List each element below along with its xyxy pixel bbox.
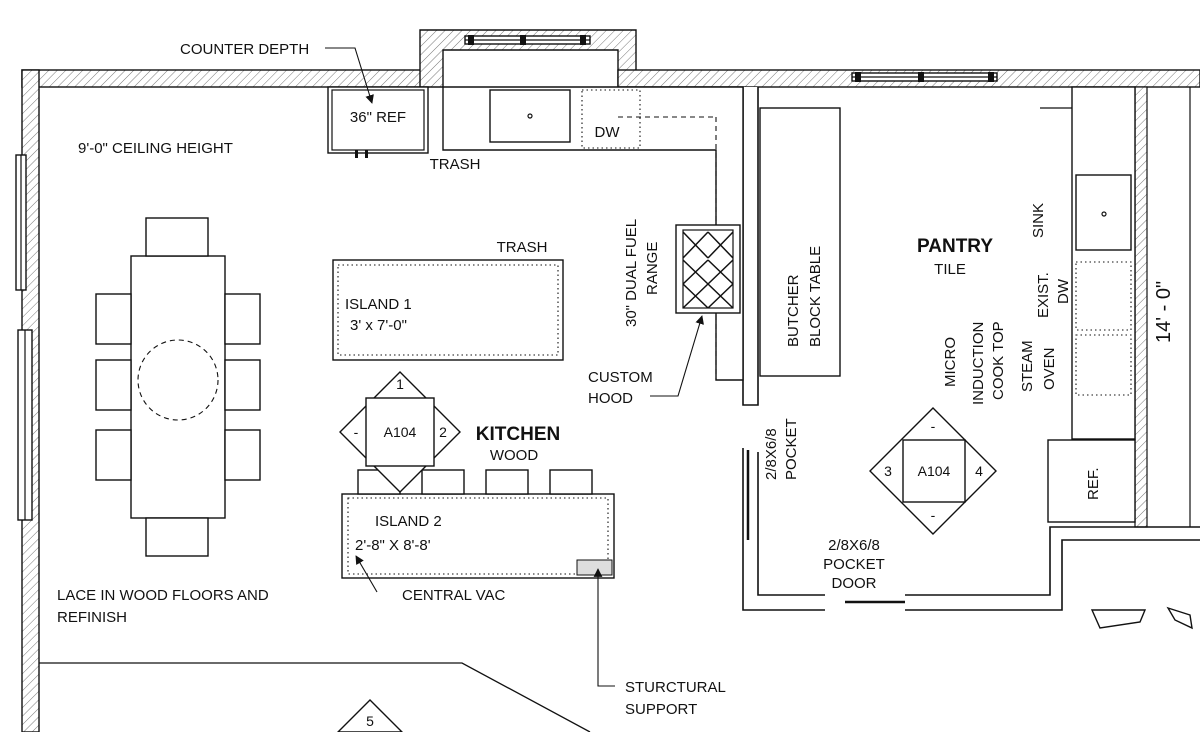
marker-number: 3 (884, 463, 892, 479)
label-kitchen: KITCHEN (476, 424, 560, 445)
label-central-vac: CENTRAL VAC (402, 587, 506, 604)
label-exist-1: EXIST. (1035, 272, 1052, 318)
label-lace-2: REFINISH (57, 609, 127, 626)
label-support-1: STURCTURAL (625, 679, 726, 696)
label-induction-1: INDUCTION (970, 322, 987, 405)
label-trash-island: TRASH (497, 239, 548, 256)
label-pocket-1: 2/8X6/8 (763, 428, 780, 480)
label-pocket-door-2: POCKET (823, 556, 885, 573)
label-pocket-door-3: DOOR (832, 575, 877, 592)
refrigerator-icon (327, 86, 429, 154)
label-micro: MICRO (942, 337, 959, 387)
pantry-fixtures (759, 86, 1136, 523)
label-ref-36: 36" REF (350, 109, 406, 126)
marker-id: A104 (918, 463, 951, 479)
kitchen-counters (327, 86, 744, 381)
label-island2: ISLAND 2 (375, 513, 442, 530)
range-icon (675, 224, 741, 314)
marker-number: 4 (975, 463, 983, 479)
island-2 (341, 469, 615, 579)
label-custom-hood-2: HOOD (588, 390, 633, 407)
label-support-2: SUPPORT (625, 701, 697, 718)
label-island1-size: 3' x 7'-0" (350, 317, 407, 334)
label-butcher-2: BLOCK TABLE (807, 246, 824, 347)
label-pantry: PANTRY (917, 236, 993, 257)
dining-table (95, 217, 261, 557)
label-island2-size: 2'-8" X 8'-8' (355, 537, 431, 554)
marker-number: 1 (396, 376, 404, 392)
marker-id: A104 (384, 424, 417, 440)
angled-wall (39, 662, 591, 732)
section-marker-bottom: 5 (337, 699, 403, 732)
label-custom-hood-1: CUSTOM (588, 369, 653, 386)
label-dw: DW (595, 124, 621, 141)
label-dim-14: 14' - 0" (1153, 281, 1175, 343)
label-range-2: RANGE (644, 242, 661, 295)
label-sink: SINK (1030, 203, 1047, 238)
label-island1: ISLAND 1 (345, 296, 412, 313)
interior-walls (742, 87, 1200, 630)
section-marker-pantry: - 3 4 - A104 (869, 407, 997, 535)
label-steam-2: OVEN (1041, 347, 1058, 390)
label-trash-top: TRASH (430, 156, 481, 173)
marker-number: 5 (366, 713, 374, 729)
label-counter-depth: COUNTER DEPTH (180, 41, 309, 58)
label-induction-2: COOK TOP (990, 321, 1007, 400)
marker-number: - (931, 418, 936, 434)
label-butcher-1: BUTCHER (785, 274, 802, 347)
label-lace-1: LACE IN WOOD FLOORS AND (57, 587, 269, 604)
label-range-1: 30" DUAL FUEL (623, 219, 640, 327)
label-exist-2: DW (1055, 278, 1072, 304)
section-marker-kitchen: 1 2 - A104 (339, 371, 461, 493)
label-pocket-door-1: 2/8X6/8 (828, 537, 880, 554)
labels: COUNTER DEPTH 36" REF TRASH DW 9'-0" CEI… (57, 41, 1175, 718)
sink-icon (489, 89, 571, 143)
label-steam-1: STEAM (1019, 340, 1036, 392)
label-wood: WOOD (490, 447, 538, 464)
marker-number: - (354, 424, 359, 440)
windows (15, 35, 998, 521)
label-pocket-2: POCKET (783, 418, 800, 480)
marker-number: - (931, 507, 936, 523)
marker-number: 2 (439, 424, 447, 440)
label-tile: TILE (934, 261, 966, 278)
label-ceiling: 9'-0" CEILING HEIGHT (78, 140, 233, 157)
island-1 (332, 259, 564, 361)
leader-lines (325, 47, 704, 687)
label-ref: REF. (1085, 467, 1102, 500)
